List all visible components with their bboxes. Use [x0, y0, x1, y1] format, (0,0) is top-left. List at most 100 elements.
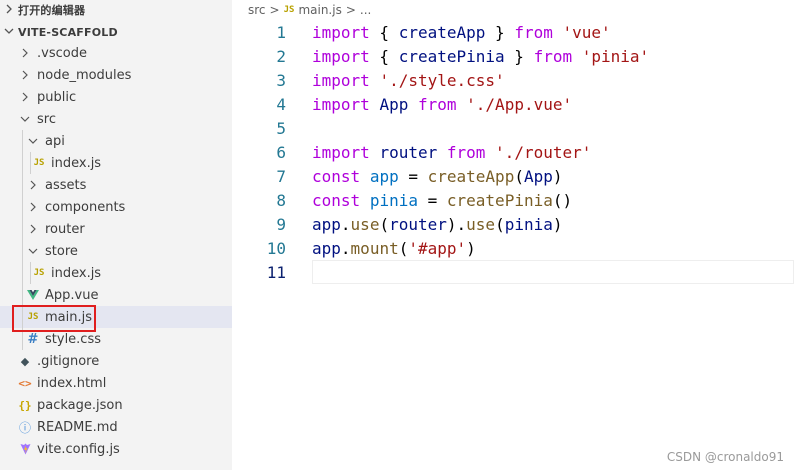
code-line[interactable]: 2 import { createPinia } from 'pinia': [232, 44, 794, 68]
code-text: app.mount('#app'): [312, 239, 476, 258]
code-token: createApp: [398, 22, 486, 42]
vue-file-icon: [26, 290, 40, 300]
css-file-icon: #: [27, 331, 39, 347]
indent-guide: [22, 130, 23, 350]
tree-item-label: main.js: [45, 309, 92, 325]
info-file-icon: ⓘ: [18, 420, 31, 435]
code-token: =: [398, 166, 428, 186]
breadcrumb-separator: >: [345, 3, 356, 17]
tree-folder[interactable]: public: [0, 86, 232, 108]
code-token: app: [312, 238, 341, 258]
line-number: 7: [276, 166, 286, 186]
code-token: App: [523, 166, 553, 186]
tree-file[interactable]: ◆.gitignore: [0, 350, 232, 372]
code-text: import { createApp } from 'vue': [312, 23, 611, 42]
tree-file[interactable]: App.vue: [0, 284, 232, 306]
indent-guide: [30, 152, 31, 174]
chevron-right-icon: [26, 202, 40, 212]
code-token: [457, 95, 467, 114]
tree-item-label: components: [45, 199, 126, 215]
chevron-down-icon: [26, 246, 40, 256]
tree-file[interactable]: vite.config.js: [0, 438, 232, 460]
code-token: (: [514, 166, 524, 186]
tree-folder[interactable]: .vscode: [0, 42, 232, 64]
tree-item-label: .vscode: [37, 45, 87, 61]
tree-folder[interactable]: src: [0, 108, 232, 130]
tree-file[interactable]: {}package.json: [0, 394, 232, 416]
code-token: [360, 167, 370, 186]
code-line[interactable]: 5: [232, 116, 794, 140]
breadcrumb-file[interactable]: main.js: [298, 3, 342, 17]
js-file-icon: JS: [27, 312, 39, 322]
code-text: import { createPinia } from 'pinia': [312, 47, 649, 66]
code-token: [370, 71, 380, 90]
line-number: 3: [276, 70, 286, 90]
breadcrumb-more[interactable]: ...: [359, 3, 372, 17]
tree-folder[interactable]: api: [0, 130, 232, 152]
code-token: import: [312, 70, 370, 90]
code-token: app: [369, 166, 399, 186]
tree-folder[interactable]: node_modules: [0, 64, 232, 86]
tree-item-label: vite.config.js: [37, 441, 120, 457]
code-text: import router from './router': [312, 143, 591, 162]
tree-folder[interactable]: router: [0, 218, 232, 240]
tree-folder[interactable]: store: [0, 240, 232, 262]
tree-item-label: src: [37, 111, 56, 127]
tree-file[interactable]: #style.css: [0, 328, 232, 350]
code-token: [437, 143, 447, 162]
code-token: import: [312, 142, 370, 162]
code-token: import: [312, 94, 370, 114]
code-token: (): [552, 190, 573, 210]
code-token: {: [369, 46, 399, 66]
tree-item-label: App.vue: [45, 287, 99, 303]
tree-item-label: router: [45, 221, 85, 237]
code-token: [370, 143, 380, 162]
tree-file[interactable]: <>index.html: [0, 372, 232, 394]
tree-folder[interactable]: components: [0, 196, 232, 218]
js-file-icon: JS: [33, 158, 45, 168]
code-token: createPinia: [446, 190, 553, 210]
tree-file[interactable]: JS index.js: [0, 262, 232, 284]
code-text: app.use(router).use(pinia): [312, 215, 563, 234]
breadcrumb-folder[interactable]: src: [248, 3, 266, 17]
code-line[interactable]: 7 const app = createApp(App): [232, 164, 794, 188]
project-header[interactable]: VITE-SCAFFOLD: [0, 22, 232, 42]
tree-item-label: package.json: [37, 397, 123, 413]
chevron-down-icon: [18, 114, 32, 124]
breadcrumb: src > JS main.js > ...: [248, 0, 375, 20]
tree-file[interactable]: JS main.js: [0, 306, 232, 328]
chevron-right-icon: [26, 224, 40, 234]
tree-item-label: index.js: [51, 265, 102, 281]
code-token: router: [379, 142, 438, 162]
js-file-icon: JS: [33, 268, 45, 278]
code-token: App: [379, 94, 409, 114]
code-token: './App.vue': [466, 94, 573, 114]
chevron-right-icon: [18, 70, 32, 80]
code-token: [360, 191, 370, 210]
code-line[interactable]: 11: [232, 260, 794, 284]
chevron-right-icon: [18, 48, 32, 58]
code-token: }: [504, 46, 534, 66]
code-token: pinia: [504, 214, 553, 234]
code-token: ): [552, 214, 563, 234]
git-file-icon: ◆: [20, 354, 30, 368]
code-token: (: [495, 214, 505, 234]
watermark: CSDN @cronaldo91: [666, 450, 784, 464]
code-token: router: [389, 214, 447, 234]
chevron-down-icon: [26, 136, 40, 146]
line-number: 2: [276, 46, 286, 66]
tree-folder[interactable]: assets: [0, 174, 232, 196]
open-editors-header[interactable]: 打开的编辑器: [0, 0, 232, 20]
indent-guide: [30, 262, 31, 284]
code-text: const app = createApp(App): [312, 167, 563, 186]
